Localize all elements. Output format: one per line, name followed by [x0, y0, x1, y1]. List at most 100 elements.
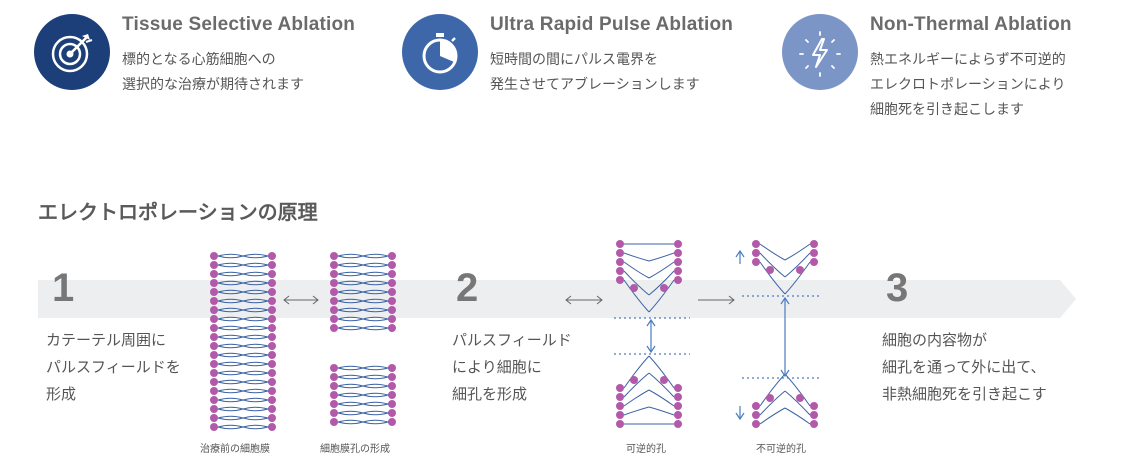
lipid-head [616, 258, 624, 266]
lipid-tail [217, 334, 245, 340]
lipid-head [210, 252, 218, 260]
lipid-tail [362, 374, 390, 380]
lipid-head [810, 249, 818, 257]
lipid-head [752, 420, 760, 428]
feature-line: 細胞死を引き起こします [870, 102, 1024, 118]
feature-line: 熱エネルギーによらず不可逆的 [870, 52, 1066, 68]
lipid-head [210, 315, 218, 323]
lipid-tail [242, 262, 270, 268]
lipid-tail [337, 325, 365, 331]
lipid-head [388, 324, 396, 332]
feature-line: 発生させてアブレーションします [490, 77, 700, 93]
lipid-tail [242, 253, 270, 259]
lipid-head [210, 297, 218, 305]
lipid-head [766, 394, 774, 402]
arrow-head [596, 295, 603, 305]
lipid-tail [784, 243, 811, 261]
caption-pore-formation: 細胞膜孔の形成 [320, 444, 390, 455]
feature-line: 選択的な治療が期待されます [122, 77, 304, 93]
lipid-head [616, 384, 624, 392]
lipid-head [388, 364, 396, 372]
lipid-tail [242, 334, 270, 340]
lipid-tail [362, 280, 390, 286]
lipid-head [388, 391, 396, 399]
lipid-tail [648, 406, 675, 416]
lipid-tail [623, 279, 650, 313]
lipid-head [268, 288, 276, 296]
lipid-tail [242, 289, 270, 295]
lipid-tail [648, 372, 675, 398]
lipid-head [268, 279, 276, 287]
lipid-head [674, 420, 682, 428]
lipid-head [630, 376, 638, 384]
lipid-tail [217, 379, 245, 385]
lipid-tail [759, 261, 786, 295]
step-line: 非熱細胞死を引き起こす [882, 385, 1047, 403]
lipid-tail [242, 406, 270, 412]
lipid-head [330, 382, 338, 390]
lipid-tail [242, 415, 270, 421]
lipid-head [616, 411, 624, 419]
step-line: 細孔を通って外に出て、 [882, 358, 1046, 376]
lipid-head [616, 240, 624, 248]
step-description-3: 細胞の内容物が 細孔を通って外に出て、 非熱細胞死を引き起こす [882, 327, 1047, 408]
lipid-tail [217, 271, 245, 277]
lipid-tail [362, 392, 390, 398]
lipid-head [268, 333, 276, 341]
lipid-head [330, 279, 338, 287]
arrow-head [780, 369, 790, 378]
lipid-head [330, 252, 338, 260]
lipid-head [766, 266, 774, 274]
lipid-tail [362, 325, 390, 331]
lipid-tail [362, 262, 390, 268]
lipid-head [388, 418, 396, 426]
lipid-tail [242, 370, 270, 376]
lipid-head [268, 297, 276, 305]
lipid-head [330, 418, 338, 426]
lipid-tail [242, 343, 270, 349]
stopwatch-icon [422, 33, 458, 74]
feature-description: 短時間の間にパルス電界を 発生させてアブレーションします [490, 48, 700, 98]
lipid-tail [648, 261, 675, 279]
lipid-head [268, 405, 276, 413]
lipid-head [210, 306, 218, 314]
target-icon [51, 34, 93, 73]
lipid-head [752, 411, 760, 419]
lipid-tail [242, 388, 270, 394]
lipid-tail [217, 370, 245, 376]
step-number-3: 3 [886, 266, 909, 310]
lipid-tail [337, 392, 365, 398]
lipid-head [268, 360, 276, 368]
lipid-head [752, 249, 760, 257]
lipid-head [330, 391, 338, 399]
step-line: 細孔を形成 [452, 385, 528, 403]
lipid-head [210, 396, 218, 404]
lipid-head [674, 258, 682, 266]
feature-description: 標的となる心筋細胞への 選択的な治療が期待されます [122, 48, 304, 98]
lipid-head [268, 414, 276, 422]
lipid-tail [362, 316, 390, 322]
lipid-tail [784, 261, 811, 295]
lipid-tail [217, 397, 245, 403]
lipid-tail [623, 270, 650, 296]
step-line: パルスフィールドを [46, 358, 181, 376]
lipid-tail [217, 388, 245, 394]
lipid-tail [337, 253, 365, 259]
lipid-tail [217, 253, 245, 259]
caption-membrane-before: 治療前の細胞膜 [200, 444, 270, 455]
lipid-head [674, 240, 682, 248]
lipid-head [268, 270, 276, 278]
feature-icon-circle [782, 14, 858, 90]
lipid-head [268, 351, 276, 359]
lipid-tail [242, 352, 270, 358]
lipid-head [330, 261, 338, 269]
lipid-tail [759, 390, 786, 416]
lipid-head [268, 342, 276, 350]
lipid-head [388, 382, 396, 390]
lipid-head [210, 387, 218, 395]
feature-icon-circle [402, 14, 478, 90]
process-band-arrow [38, 280, 1076, 318]
lipid-head [210, 324, 218, 332]
lipid-tail [242, 361, 270, 367]
